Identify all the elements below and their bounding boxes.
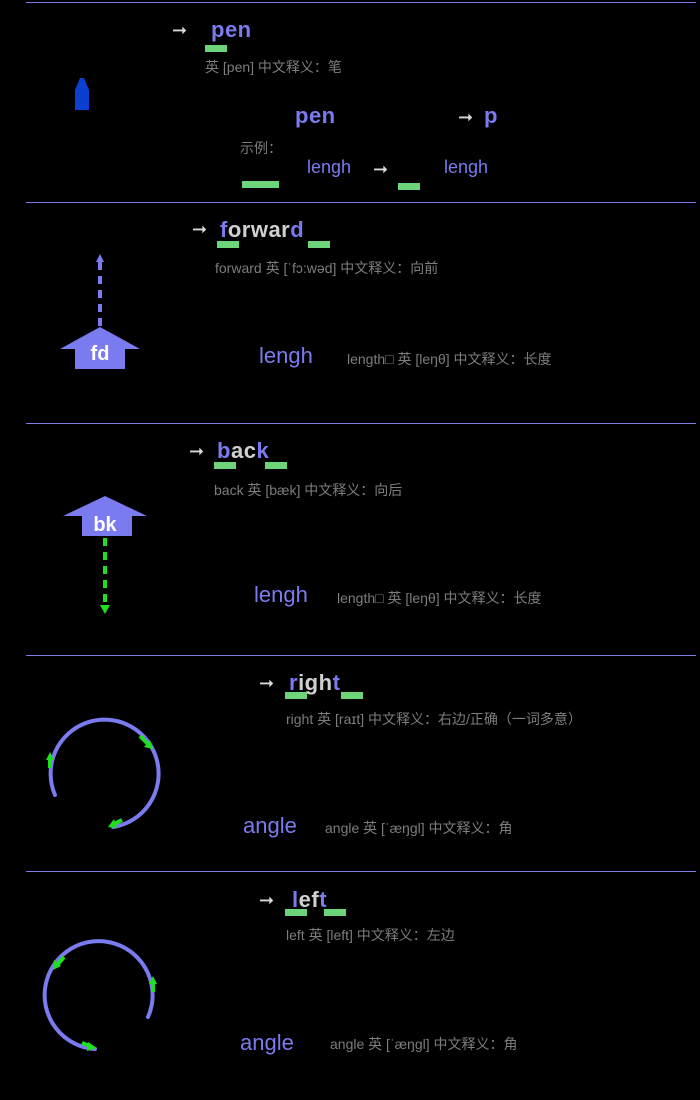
arrow-icon: ➞ <box>192 219 208 239</box>
param-phonetic-meaning: length□ 英 [leŋθ] 中文释义：长度 <box>347 351 552 367</box>
word-part: ac <box>230 438 257 463</box>
example-label: 示例： <box>240 140 282 156</box>
letter-marker <box>285 909 307 916</box>
term-phonetic-meaning: back 英 [bæk] 中文释义：向后 <box>214 482 403 498</box>
clockwise-circle-icon <box>46 717 161 829</box>
letter-marker <box>341 692 363 699</box>
param-word: lengh <box>259 343 313 368</box>
letter-marker <box>217 241 239 248</box>
term-word: back <box>217 438 269 464</box>
letter-marker <box>214 462 236 469</box>
param-phonetic-meaning: angle 英 [ˈæŋgl] 中文释义：角 <box>330 1036 518 1052</box>
term-phonetic-meaning: 英 [pen] 中文释义：笔 <box>205 59 342 75</box>
section-divider <box>26 423 696 424</box>
counterclockwise-circle-icon <box>42 939 157 1051</box>
letter-marker <box>324 909 346 916</box>
arrow-icon: ➞ <box>259 673 275 693</box>
section-divider <box>26 655 696 656</box>
section-divider <box>26 2 696 3</box>
word-part: igh <box>298 670 333 695</box>
word-part: r <box>289 670 299 695</box>
word-part: k <box>256 438 270 463</box>
fd-label: fd <box>90 343 110 365</box>
word-part: b <box>217 438 231 463</box>
section-divider <box>26 871 696 872</box>
word-part: t <box>332 670 341 695</box>
bk-label: bk <box>93 514 117 536</box>
arrow-icon: ➞ <box>373 159 389 179</box>
arrow-icon: ➞ <box>458 107 474 127</box>
abbrev-letter: p <box>484 103 498 128</box>
term-word: forward <box>220 217 304 243</box>
term-phonetic-meaning: forward 英 [ˈfɔ:wəd] 中文释义：向前 <box>215 260 439 276</box>
param-phonetic-meaning: angle 英 [ˈæŋgl] 中文释义：角 <box>325 820 513 836</box>
example-to-word: lengh <box>444 157 489 177</box>
word-part: t <box>319 887 328 912</box>
letter-marker <box>265 462 287 469</box>
letter-marker <box>398 183 420 190</box>
term-word: left <box>292 887 327 913</box>
letter-marker <box>285 692 307 699</box>
arrow-icon: ➞ <box>172 20 188 40</box>
term-phonetic-meaning: left 英 [left] 中文释义：左边 <box>286 927 455 943</box>
section-divider <box>26 202 696 203</box>
word-part: f <box>220 217 228 242</box>
arrow-icon: ➞ <box>259 890 275 910</box>
example-heading-word: pen <box>295 103 336 128</box>
letter-marker <box>308 241 330 248</box>
word-part: d <box>290 217 305 242</box>
term-word: right <box>289 670 340 696</box>
letter-marker <box>205 45 227 52</box>
word-part: orwar <box>227 217 291 242</box>
term-phonetic-meaning: right 英 [raɪt] 中文释义：右边/正确（一词多意） <box>286 711 582 727</box>
param-word: lengh <box>254 582 308 607</box>
word-part: ef <box>298 887 320 912</box>
forward-arrow-icon <box>60 254 140 369</box>
letter-marker <box>242 181 279 188</box>
example-from-word: lengh <box>307 157 352 177</box>
param-word: angle <box>240 1030 294 1055</box>
param-phonetic-meaning: length□ 英 [leŋθ] 中文释义：长度 <box>337 590 542 606</box>
word-part: l <box>292 887 299 912</box>
term-word: pen <box>211 17 252 42</box>
pen-icon <box>75 78 89 110</box>
back-arrow-icon <box>63 496 147 614</box>
param-word: angle <box>243 813 297 838</box>
arrow-icon: ➞ <box>189 441 205 461</box>
